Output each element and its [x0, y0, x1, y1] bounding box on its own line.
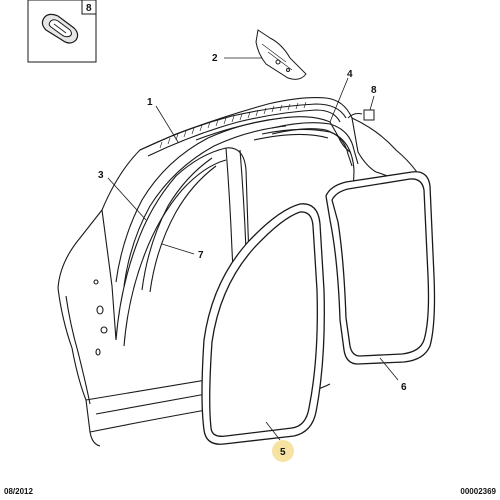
part-8-clip — [347, 109, 375, 121]
part-3-seal — [115, 117, 287, 287]
footer-reference-number: 00002369 — [460, 487, 496, 496]
part-6-rear-door-seal — [325, 171, 436, 365]
part-7-seal — [141, 157, 217, 293]
part-2-bracket — [255, 29, 307, 80]
callout-labels: 1 2 3 4 5 6 7 8 — [98, 53, 407, 458]
callout-1: 1 — [147, 97, 153, 108]
callout-4: 4 — [347, 69, 353, 80]
callout-7: 7 — [198, 250, 204, 261]
inset-box: 8 — [27, 0, 97, 63]
part-5-front-door-seal — [201, 203, 325, 445]
callout-5: 5 — [280, 447, 286, 458]
callout-5-highlight — [272, 440, 294, 462]
grommet-icon — [41, 13, 79, 44]
leader-lines — [107, 57, 399, 441]
inset-label: 8 — [86, 3, 92, 14]
callout-6: 6 — [401, 382, 407, 393]
footer-date: 08/2012 — [4, 487, 33, 496]
body-side-panel — [57, 97, 431, 447]
callout-8: 8 — [371, 85, 377, 96]
part-4-roof-seal — [271, 122, 359, 167]
callout-3: 3 — [98, 170, 104, 181]
callout-2: 2 — [212, 53, 218, 64]
